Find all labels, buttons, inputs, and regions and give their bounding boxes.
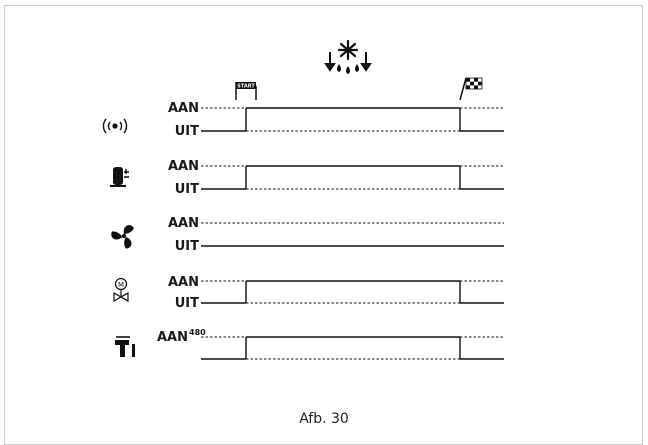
off-label: UIT [175, 124, 199, 139]
svg-text:M: M [118, 281, 124, 289]
off-label: UIT [175, 182, 199, 197]
defrost-snowflake-drops-icon [324, 39, 372, 74]
compressor-icon [110, 167, 129, 187]
fan-icon [111, 225, 134, 249]
start-flag-label: START [237, 84, 255, 90]
on-label-superscript: 480 [189, 328, 206, 337]
figure-caption: Afb. 30 [299, 411, 349, 427]
finish-flag-icon [459, 77, 483, 101]
alarm-signal-icon [102, 118, 128, 134]
row-drain-heater: AAN 480 [115, 328, 504, 360]
on-label: AAN [168, 275, 199, 290]
off-label: UIT [175, 239, 199, 254]
start-flag-icon: START [235, 82, 257, 100]
on-label: AAN [168, 159, 199, 174]
on-label: AAN [168, 101, 199, 116]
drain-heater-icon [115, 336, 135, 357]
on-label: AAN [168, 216, 199, 231]
row-compressor: AAN UIT [110, 159, 504, 197]
row-alarm: AAN UIT [102, 101, 504, 139]
motor-valve-icon: M [113, 277, 129, 303]
on-label: AAN [157, 330, 188, 345]
row-motor-valve: M AAN UIT [113, 275, 504, 311]
row-fan: AAN UIT [111, 216, 504, 254]
off-label: UIT [175, 296, 199, 311]
